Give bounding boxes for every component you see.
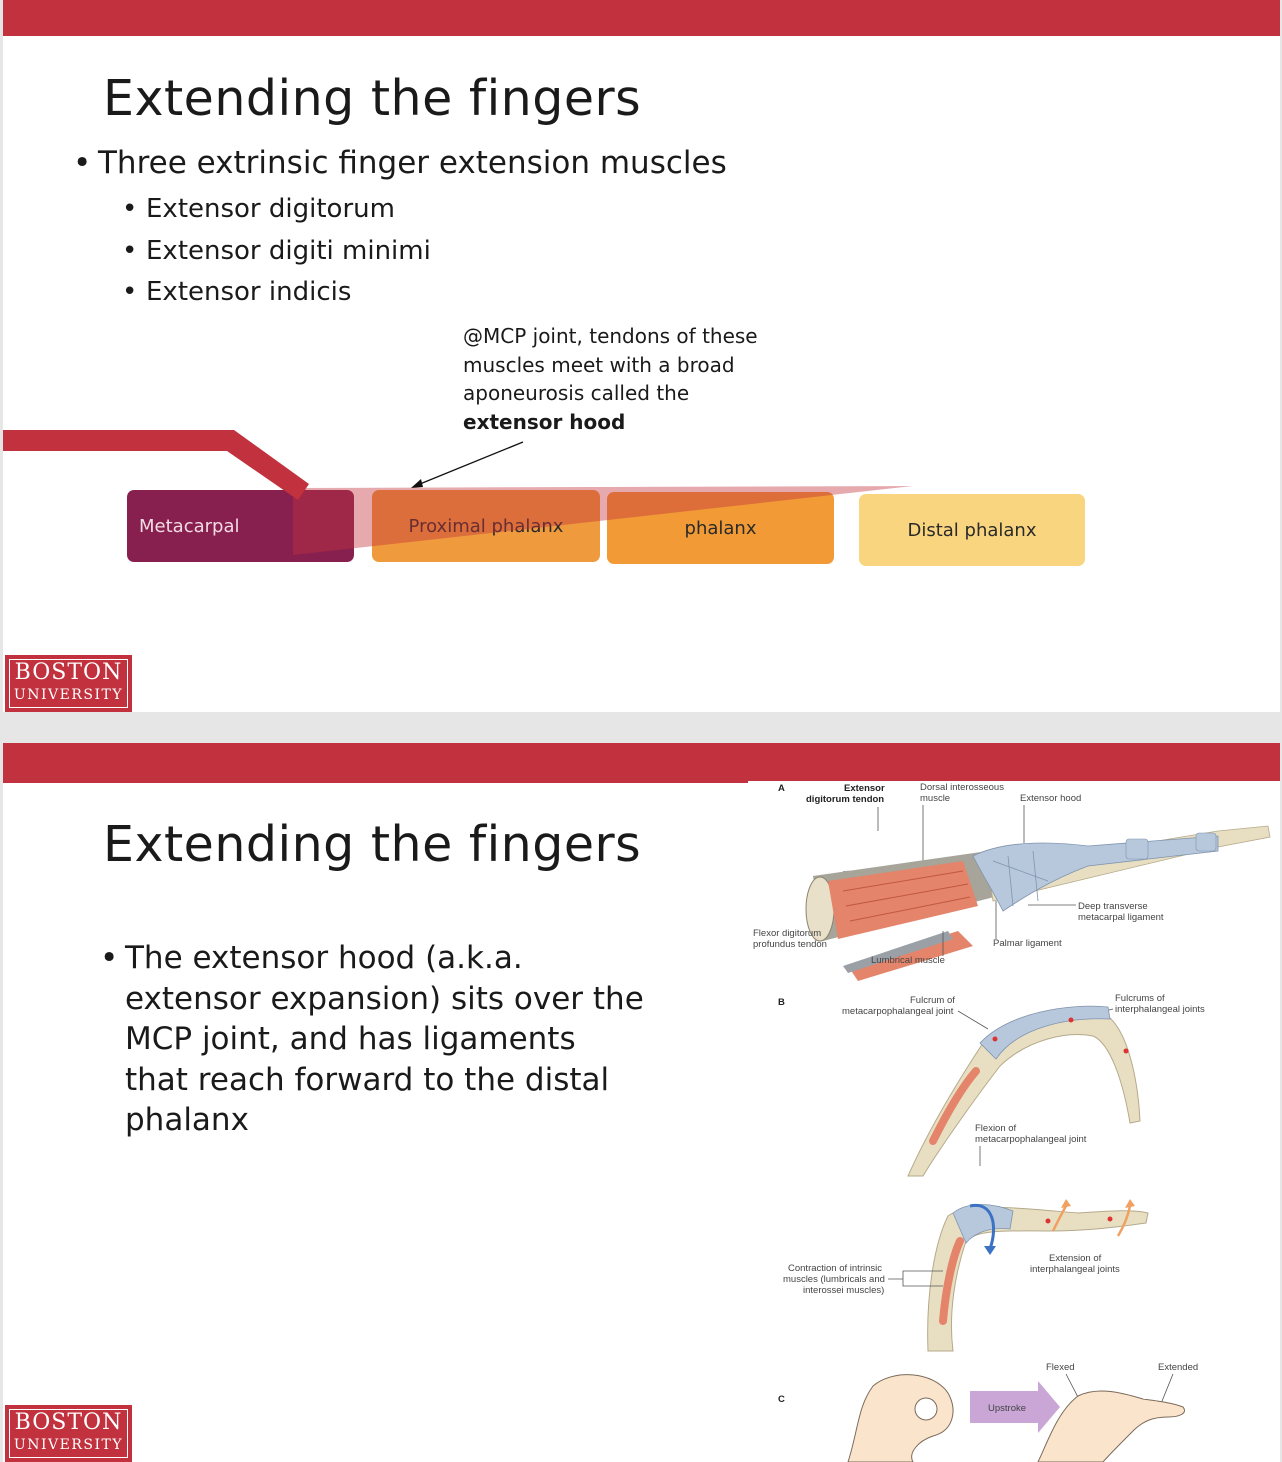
extensor-hood-figure: A Extensor digitorum tendon Dorsal inter… xyxy=(748,781,1280,1462)
lumbrical-muscle xyxy=(848,931,973,981)
sub-bullet-2: Extensor digiti minimi xyxy=(122,236,431,266)
label-contraction-3: interossei muscles) xyxy=(803,1285,884,1296)
distal-phalanx-label: Distal phalanx xyxy=(907,519,1037,541)
extensor-hood-shape xyxy=(293,486,913,555)
label-extension-ip-1: Extension of xyxy=(1049,1253,1102,1264)
proximal-phalanx-bone: Proximal phalanx xyxy=(372,490,600,562)
label-fulcrum-mcp-1: Fulcrum of xyxy=(910,995,955,1006)
panel-b-label: B xyxy=(778,997,785,1008)
label-palmar-ligament: Palmar ligament xyxy=(993,938,1062,949)
logo-text-top: BOSTON xyxy=(14,660,123,685)
sub-bullet-1: Extensor digitorum xyxy=(122,194,395,224)
label-fulcrums-ip-2: interphalangeal joints xyxy=(1115,1004,1205,1015)
callout-line-2: muscles meet with a broad xyxy=(463,352,735,377)
callout-bold-term: extensor hood xyxy=(463,409,626,434)
label-fulcrum-mcp-2: metacarpophalangeal joint xyxy=(842,1006,954,1017)
boston-university-logo: BOSTON UNIVERSITY xyxy=(5,655,132,712)
slide-header-bar xyxy=(3,743,1280,783)
slide-2: Extending the fingers The extensor hood … xyxy=(3,743,1280,1462)
extension-arrow-1 xyxy=(1051,1205,1068,1232)
label-extensor-digitorum-2: digitorum tendon xyxy=(806,794,884,805)
sub-bullet-3: Extensor indicis xyxy=(122,277,351,307)
slide-title: Extending the fingers xyxy=(103,816,642,873)
extension-arrow-2 xyxy=(1116,1205,1132,1237)
callout-text: @MCP joint, tendons of these muscles mee… xyxy=(463,322,783,436)
label-contraction-2: muscles (lumbricals and xyxy=(783,1274,885,1285)
label-upstroke: Upstroke xyxy=(988,1403,1026,1414)
slide-header-bar xyxy=(3,0,1280,36)
callout-line-3: aponeurosis called the xyxy=(463,381,690,405)
label-deep-transverse-1: Deep transverse xyxy=(1078,901,1148,912)
extensor-hood-b xyxy=(979,1005,1111,1060)
flexion-arrow xyxy=(969,1203,995,1250)
intrinsic-muscle-b2 xyxy=(939,1237,964,1325)
logo-text-bottom: UNIVERSITY xyxy=(13,1437,124,1453)
label-flexion-mcp-2: metacarpophalangeal joint xyxy=(975,1134,1087,1145)
upstroke-arrow xyxy=(970,1381,1060,1433)
panel-a-label: A xyxy=(778,783,785,794)
hand-flexed-1 xyxy=(847,1374,954,1462)
slide-1: Extending the fingers Three extrinsic fi… xyxy=(3,0,1280,712)
hand-extended xyxy=(1037,1390,1185,1462)
label-extensor-hood: Extensor hood xyxy=(1020,793,1081,804)
label-lumbrical: Lumbrical muscle xyxy=(871,955,945,966)
label-flexor-2: profundus tendon xyxy=(753,939,827,950)
boston-university-logo: BOSTON UNIVERSITY xyxy=(5,1405,132,1462)
label-dorsal-interosseous-1: Dorsal interosseous xyxy=(920,782,1004,793)
extensor-tendon-diagram xyxy=(3,430,913,555)
label-dorsal-interosseous-2: muscle xyxy=(920,793,950,804)
panel-c-label: C xyxy=(778,1394,785,1405)
label-deep-transverse-2: metacarpal ligament xyxy=(1078,912,1164,923)
label-fulcrums-ip-1: Fulcrums of xyxy=(1115,993,1165,1004)
distal-phalanx-bone: Distal phalanx xyxy=(859,494,1085,566)
proximal-phalanx-label: Proximal phalanx xyxy=(408,515,564,537)
interosseous-muscle xyxy=(828,861,978,939)
label-flexion-mcp-1: Flexion of xyxy=(975,1123,1017,1134)
label-extended: Extended xyxy=(1158,1362,1198,1373)
extensor-tendon xyxy=(3,430,309,500)
slide-title: Extending the fingers xyxy=(103,70,642,127)
middle-phalanx-bone: phalanx xyxy=(607,492,834,564)
label-contraction-1: Contraction of intrinsic xyxy=(788,1263,882,1274)
callout-arrow-head xyxy=(411,479,423,488)
middle-phalanx-label: phalanx xyxy=(684,517,757,539)
main-bullet: Three extrinsic finger extension muscles xyxy=(73,145,727,181)
extensor-hood xyxy=(972,835,1219,912)
label-extensor-digitorum-1: Extensor xyxy=(844,783,885,794)
label-extension-ip-2: interphalangeal joints xyxy=(1030,1264,1120,1275)
callout-line-1: @MCP joint, tendons of these xyxy=(463,324,758,348)
intrinsic-muscle-b xyxy=(929,1067,980,1145)
flexor-tendon xyxy=(843,931,953,973)
logo-text-top: BOSTON xyxy=(14,1410,123,1435)
callout-arrow-line xyxy=(414,441,524,487)
label-flexed: Flexed xyxy=(1046,1362,1075,1373)
metacarpal-bone: Metacarpal xyxy=(127,490,354,562)
label-flexor-1: Flexor digitorum xyxy=(753,928,821,939)
logo-text-bottom: UNIVERSITY xyxy=(13,687,124,703)
extensor-hood-b2 xyxy=(952,1204,1014,1244)
metacarpal-label: Metacarpal xyxy=(139,515,240,537)
main-bullet: The extensor hood (a.k.a. extensor expan… xyxy=(100,938,645,1141)
